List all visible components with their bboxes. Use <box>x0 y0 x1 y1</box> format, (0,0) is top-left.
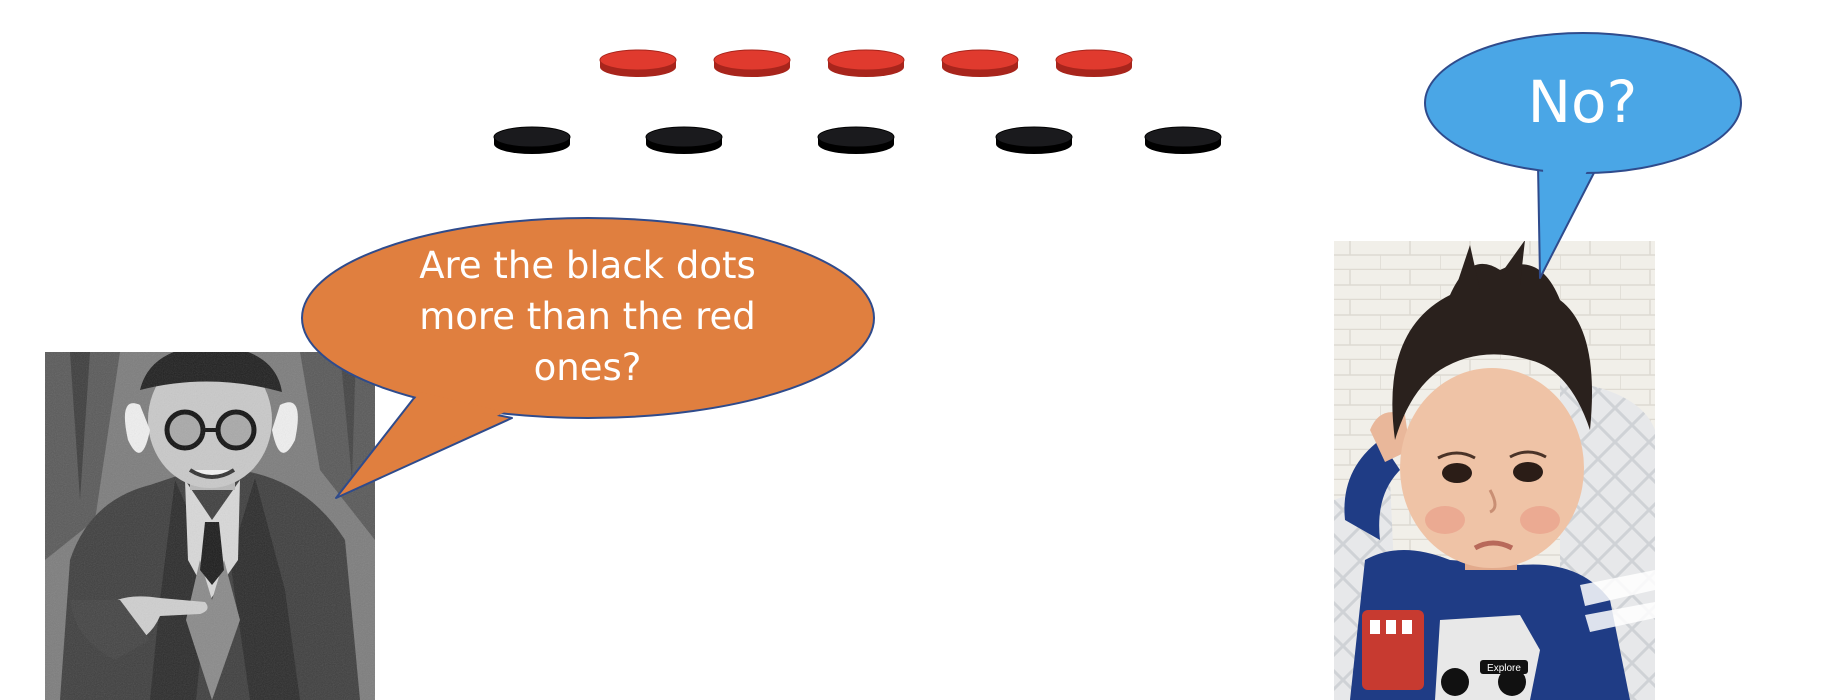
man-speech-bubble <box>301 217 875 499</box>
man-question-line: more than the red <box>419 295 756 339</box>
old-man-photo-icon <box>45 352 375 700</box>
red-disc <box>827 49 905 77</box>
black-disc <box>817 126 895 154</box>
black-disc-row <box>493 126 1222 154</box>
black-disc <box>995 126 1073 154</box>
child-photo-icon: Explore <box>1334 241 1655 700</box>
red-disc <box>941 49 1019 77</box>
black-disc <box>645 126 723 154</box>
man-question-text: Are the black dots more than the red one… <box>395 240 780 393</box>
black-disc <box>1144 126 1222 154</box>
shirt-label: Explore <box>1487 663 1521 674</box>
child-speech-bubble <box>1424 32 1742 279</box>
black-disc <box>493 126 571 154</box>
red-disc <box>599 49 677 77</box>
man-question-line: ones? <box>533 346 642 390</box>
man-question-line: Are the black dots <box>419 244 756 287</box>
child-answer-text: No? <box>1527 68 1638 136</box>
red-disc <box>713 49 791 77</box>
red-disc-row <box>599 49 1133 77</box>
red-disc <box>1055 49 1133 77</box>
